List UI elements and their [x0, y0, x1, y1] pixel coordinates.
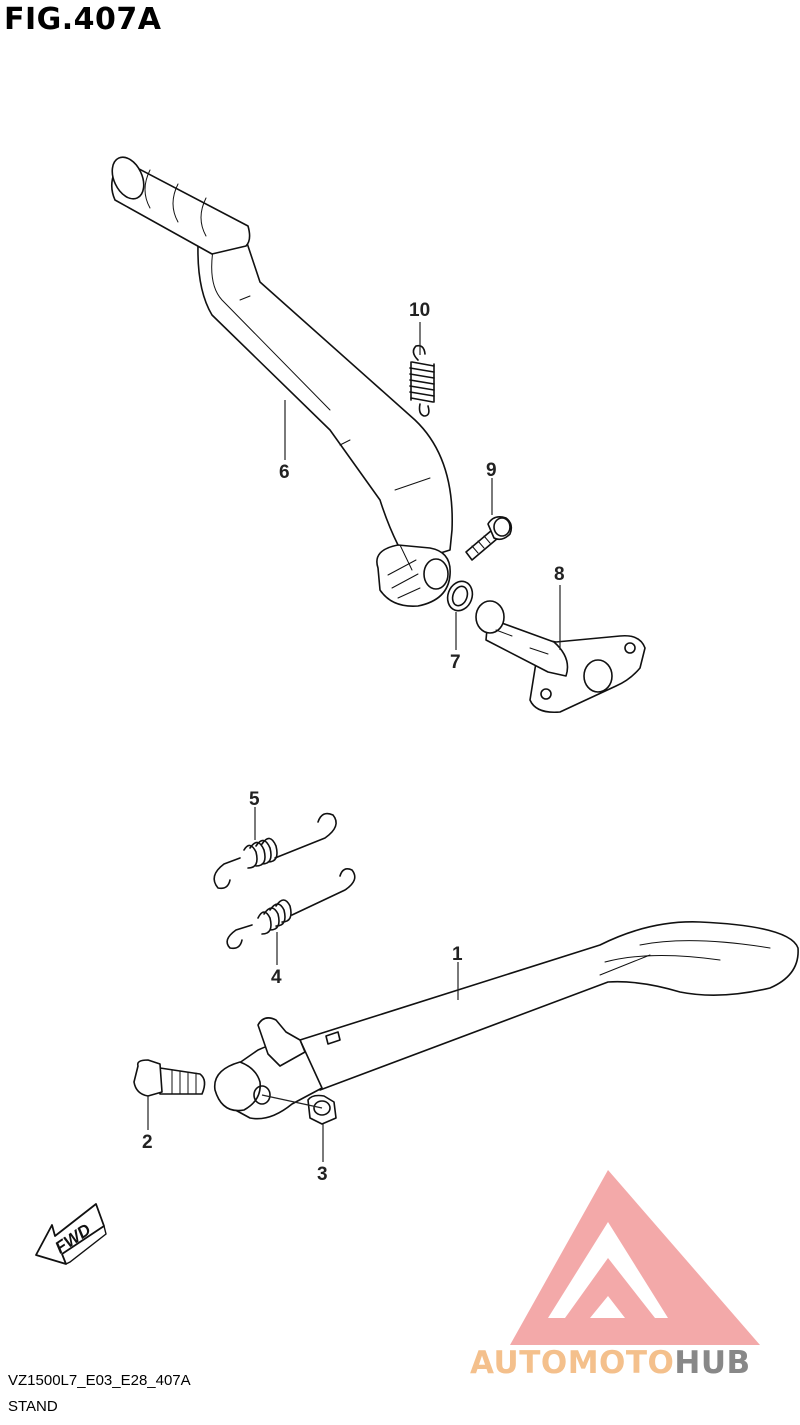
side-stand-part-1	[213, 921, 799, 1120]
watermark-text-part2: HUB	[674, 1345, 751, 1381]
watermark-text-part1: AUTOMOTO	[470, 1345, 675, 1381]
figure-code: VZ1500L7_E03_E28_407A	[8, 1372, 191, 1389]
callout-3: 3	[317, 1164, 328, 1185]
callout-1: 1	[452, 944, 463, 965]
bolt-part-2	[133, 1059, 206, 1097]
spring-part-4	[226, 868, 356, 950]
fwd-arrow-icon: FWD	[35, 1203, 107, 1265]
figure-title: FIG.407A	[4, 2, 162, 37]
callout-8: 8	[554, 564, 565, 585]
callout-5: 5	[249, 789, 260, 810]
callout-labels: 1 2 3 4 5 6 7 8 9 10	[142, 300, 565, 1185]
washer-part-7	[446, 580, 474, 612]
leader-lines	[147, 322, 561, 1162]
watermark-logo	[510, 1170, 760, 1345]
nut-part-3	[307, 1094, 337, 1125]
callout-9: 9	[486, 460, 497, 481]
figure-name: STAND	[8, 1398, 58, 1415]
pivot-shaft-part-8	[475, 600, 646, 714]
pedal-lever-part-6	[110, 156, 454, 607]
callout-6: 6	[279, 462, 290, 483]
bolt-part-9	[465, 516, 513, 561]
spring-part-10	[409, 344, 435, 417]
callout-10: 10	[409, 300, 430, 321]
watermark-text: AUTOMOTOHUB	[470, 1345, 751, 1381]
callout-4: 4	[271, 967, 282, 988]
callout-7: 7	[450, 652, 461, 673]
spring-part-5	[213, 812, 337, 890]
callout-2: 2	[142, 1132, 153, 1153]
